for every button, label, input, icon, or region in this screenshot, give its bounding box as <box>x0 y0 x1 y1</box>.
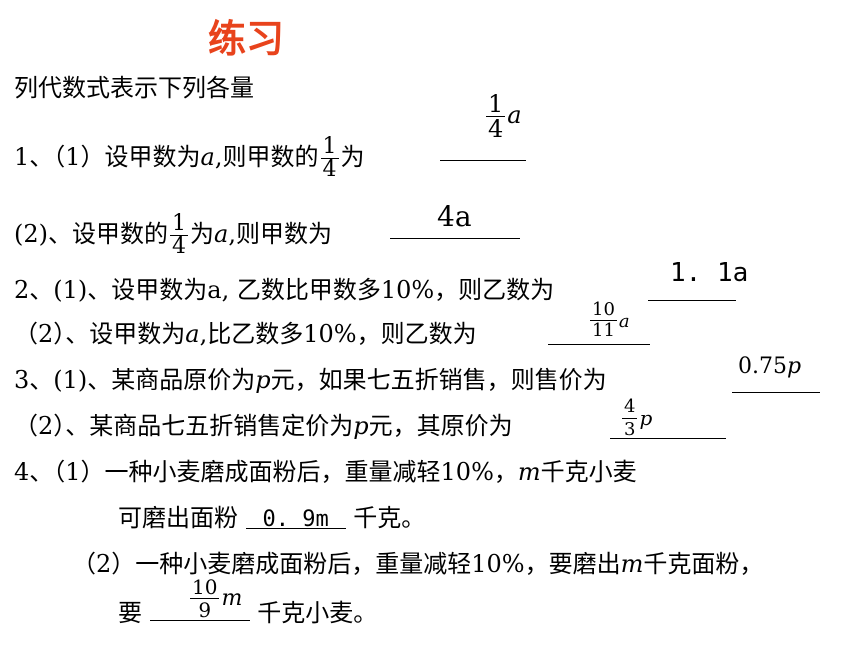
q1b-prefix: (2)、设甲数的 <box>14 220 168 248</box>
q1a-frac-den: 4 <box>322 157 337 182</box>
answer-blank-1-2 <box>390 214 520 239</box>
ans-2-2-num: 10 <box>590 299 617 321</box>
q1b-var: a <box>214 220 229 248</box>
ans-4-1-text: 0. 9m <box>262 507 329 532</box>
q4a-prefix: 4、（1）一种小麦磨成面粉后，重量减轻10%， <box>14 458 518 486</box>
ans-1-1-num: 1 <box>486 90 506 118</box>
q2b-var: a <box>185 320 200 348</box>
q4a-var: m <box>517 458 541 486</box>
q1a-var: a <box>200 143 215 171</box>
question-4-1: 4、（1）一种小麦磨成面粉后，重量减轻10%，m千克小麦 <box>14 458 637 486</box>
q4b-line2-prefix: 要 <box>118 599 142 627</box>
q1a-prefix: 1、（1）设甲数为 <box>14 143 201 171</box>
q4a-suffix: 千克小麦 <box>540 458 637 486</box>
question-4-1-line2: 可磨出面粉 0. 9m 千克。 <box>118 504 425 532</box>
question-3-2: （2）、某商品七五折销售定价为p元，其原价为 <box>14 412 513 440</box>
question-4-2-line2: 要 千克小麦。 <box>118 596 377 627</box>
answer-blank-2-2 <box>548 320 650 345</box>
ans-3-1-var: p <box>786 354 802 379</box>
ans-4-2-den: 9 <box>198 598 212 622</box>
answer-1-2: 4a <box>437 200 472 233</box>
question-2-2: （2）、设甲数为a,比乙数多10%，则乙数为 <box>14 320 477 348</box>
answer-blank-1-1 <box>440 136 526 161</box>
ans-3-1-num: 0.75 <box>738 354 787 379</box>
answer-3-1: 0.75p <box>738 354 801 379</box>
q2b-suffix: ,比乙数多10%，则乙数为 <box>199 320 477 348</box>
ans-3-2-num: 4 <box>622 396 638 419</box>
q1a-mid: ,则甲数的 <box>214 143 319 171</box>
q4a-line2-prefix: 可磨出面粉 <box>118 504 238 532</box>
answer-blank-4-2 <box>149 596 250 621</box>
ans-2-2-den: 11 <box>592 320 615 341</box>
ans-1-1-var: a <box>507 101 522 129</box>
q4b-prefix: （2）一种小麦磨成面粉后，重量减轻10%，要磨出 <box>72 550 621 578</box>
ans-4-2-var: m <box>221 586 243 611</box>
q3b-prefix: （2）、某商品七五折销售定价为 <box>14 412 354 440</box>
question-4-2: （2）一种小麦磨成面粉后，重量减轻10%，要磨出m千克面粉， <box>72 550 763 578</box>
ans-4-2-num: 10 <box>190 575 220 599</box>
q1b-frac-num: 1 <box>170 211 188 236</box>
q3b-suffix: 元，其原价为 <box>368 412 513 440</box>
q2b-prefix: （2）、设甲数为 <box>14 320 186 348</box>
q3a-suffix: 元，如果七五折销售，则售价为 <box>270 366 607 394</box>
q1b-frac-den: 4 <box>172 234 186 259</box>
ans-2-2-var: a <box>618 311 630 332</box>
q4a-line2-suffix: 千克。 <box>353 504 426 532</box>
q3a-prefix: 3、(1)、某商品原价为 <box>14 366 256 394</box>
page-title: 练习 <box>208 17 285 61</box>
q4b-line2-suffix: 千克小麦。 <box>257 599 378 627</box>
answer-blank-3-2 <box>610 414 726 439</box>
q1b-suffix: ,则甲数为 <box>228 220 332 248</box>
q3b-var: p <box>353 412 369 440</box>
answer-blank-3-1 <box>732 368 820 393</box>
q3a-var: p <box>255 366 271 394</box>
answer-2-1: 1. 1a <box>670 258 749 288</box>
question-2-1: 2、(1)、设甲数为a, 乙数比甲数多10%，则乙数为 <box>14 276 555 304</box>
ans-1-1-den: 4 <box>488 115 504 143</box>
ans-3-2-var: p <box>639 406 653 430</box>
ans-3-2-den: 3 <box>624 419 636 440</box>
q1b-mid: 为 <box>190 220 214 248</box>
question-3-1: 3、(1)、某商品原价为p元，如果七五折销售，则售价为 <box>14 366 607 394</box>
q1a-suffix: 为 <box>340 143 365 171</box>
q4b-var: m <box>620 550 644 578</box>
answer-4-1: 0. 9m <box>245 504 346 532</box>
q4b-suffix: 千克面粉， <box>643 550 764 578</box>
q1a-frac-num: 1 <box>320 134 339 159</box>
answer-blank-2-1 <box>648 276 736 301</box>
intro-text: 列代数式表示下列各量 <box>14 74 254 102</box>
